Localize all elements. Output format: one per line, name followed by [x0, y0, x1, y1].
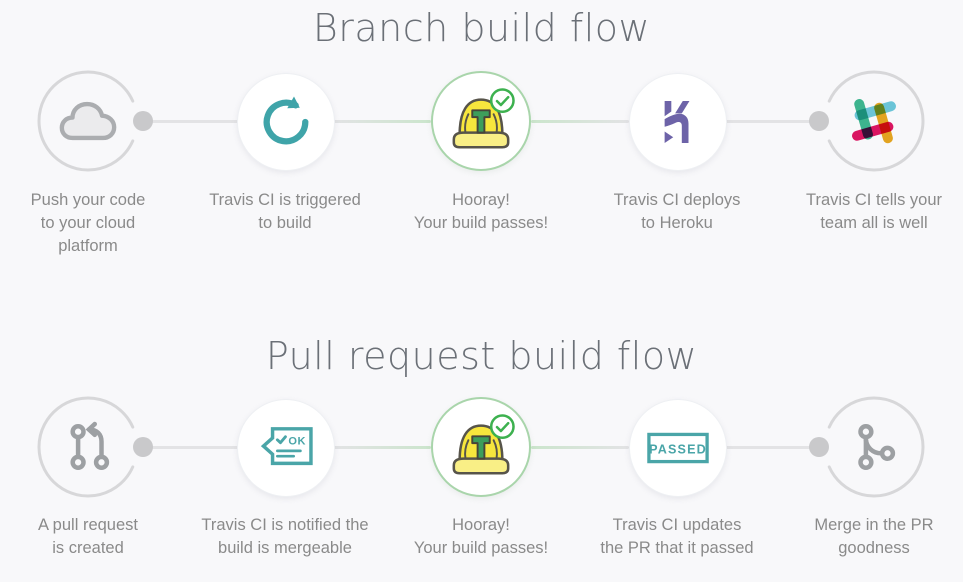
step-label: Travis CI is triggered to build [209, 191, 361, 232]
slack-icon [852, 99, 896, 144]
pull-request-flow-title: Pull request build flow [265, 334, 698, 378]
step-label: Merge in the PR goodness [814, 516, 934, 557]
check-badge-icon [489, 88, 515, 114]
passed-text: PASSED [649, 442, 707, 456]
merge-icon [858, 424, 896, 470]
connector-line [148, 119, 238, 123]
connector-line [333, 445, 431, 449]
connector-dot [133, 437, 153, 457]
step-label: A pull request is created [38, 516, 138, 557]
step-node-deploy-heroku [629, 73, 727, 171]
step-label: Travis CI updates the PR that it passed [600, 516, 754, 557]
pull-request-icon [70, 421, 110, 470]
step-node-push-code [36, 69, 140, 173]
connector-line [333, 119, 431, 123]
step-node-build-passes [431, 397, 531, 497]
step-node-build-passes [431, 71, 531, 171]
refresh-icon [263, 96, 309, 145]
step-label: Travis CI deploys to Heroku [613, 191, 741, 232]
connector-line [531, 119, 629, 123]
connector-dot [133, 111, 153, 131]
ok-text: OK [288, 436, 306, 448]
step-node-tell-team [822, 69, 926, 173]
cloud-icon [59, 101, 117, 141]
step-node-merge-pr [822, 395, 926, 499]
step-node-mergeable: OK [237, 399, 335, 497]
travis-helmet-icon [452, 414, 515, 475]
connector-line [725, 119, 815, 123]
connector-dot [809, 437, 829, 457]
heroku-icon [664, 101, 690, 143]
travis-helmet-icon [452, 88, 515, 149]
step-label: Push your code to your cloud platform [30, 191, 146, 255]
step-label: Travis CI is notified the build is merge… [201, 516, 369, 557]
gray-ring-gap-left [827, 70, 925, 172]
step-label: Hooray! Your build passes! [413, 516, 549, 557]
gray-ring-gap-left [827, 396, 925, 498]
passed-badge-icon: PASSED [647, 432, 709, 463]
step-node-pr-passed: PASSED [629, 399, 727, 497]
step-label: Travis CI tells your team all is well [806, 191, 942, 232]
step-label: Hooray! Your build passes! [413, 191, 549, 232]
step-node-travis-triggered [237, 73, 335, 171]
connector-dot [809, 111, 829, 131]
ok-message-icon: OK [260, 427, 313, 466]
gray-ring-gap-right [37, 396, 135, 498]
check-badge-icon [489, 414, 515, 440]
connector-line [148, 445, 238, 449]
connector-line [725, 445, 815, 449]
branch-flow-title: Branch build flow [312, 6, 651, 50]
step-node-pr-created [36, 395, 140, 499]
gray-ring-gap-right [37, 70, 135, 172]
connector-line [531, 445, 629, 449]
